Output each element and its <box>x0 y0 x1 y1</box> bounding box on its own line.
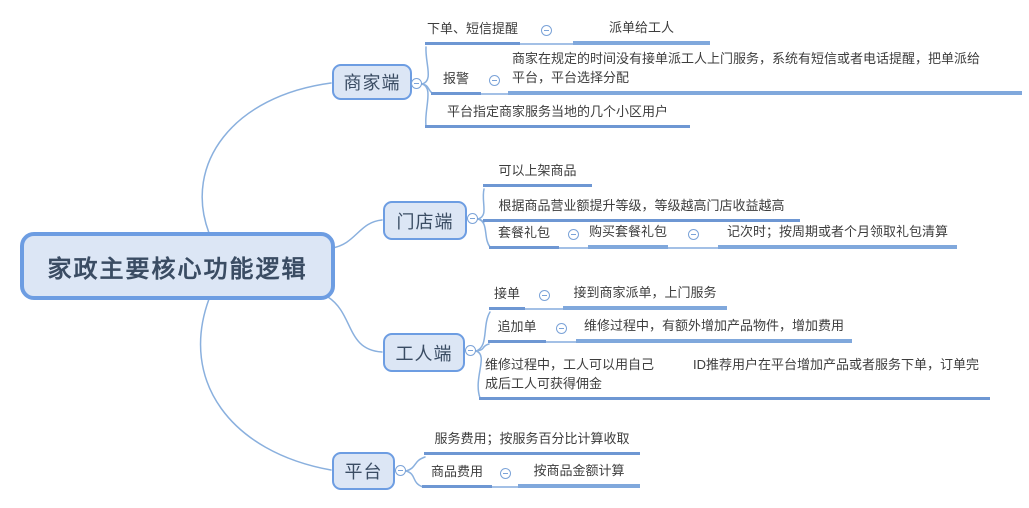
curve-central-to-platform <box>199 298 332 471</box>
collapse-icon[interactable] <box>568 229 579 240</box>
subtopic-node[interactable]: 商家在规定的时间没有接单派工人上门服务，系统有短信或者电话提醒，把单派给平台，平… <box>508 49 1022 95</box>
topic-node[interactable]: 维修过程中，工人可以用自己 ID推荐用户在平台增加产品或者服务下单，订单完成后工… <box>479 355 990 400</box>
collapse-icon[interactable] <box>555 323 567 334</box>
collapse-icon[interactable] <box>411 78 422 89</box>
collapse-icon[interactable] <box>687 229 699 240</box>
subtopic-connector <box>520 25 573 45</box>
minus-glyph <box>502 472 508 475</box>
minus-glyph <box>492 79 497 82</box>
collapse-icon[interactable] <box>489 75 500 86</box>
subtopic-connector <box>668 229 718 249</box>
topic-node[interactable]: 套餐礼包 <box>489 223 559 249</box>
topic-row: 追加单 维修过程中，有额外增加产品物件，增加费用 <box>488 316 852 343</box>
branch-node-worker[interactable]: 工人端 <box>383 333 465 372</box>
topic-node[interactable]: 商品费用 <box>422 462 492 488</box>
curve-central-to-worker <box>327 296 383 353</box>
topic-node[interactable]: 接单 <box>489 284 525 310</box>
topic-node[interactable]: 服务费用；按服务百分比计算收取 <box>424 429 640 455</box>
collapse-icon[interactable] <box>538 290 550 301</box>
minus-glyph <box>544 29 549 32</box>
subtopic-node[interactable]: 接到商家派单，上门服务 <box>563 283 727 310</box>
topic-row: 服务费用；按服务百分比计算收取 <box>424 429 640 455</box>
brace-worker-row2 <box>475 343 490 352</box>
topic-row: 报警 商家在规定的时间没有接单派工人上门服务，系统有短信或者电话提醒，把单派给平… <box>431 49 1022 95</box>
topic-row: 维修过程中，工人可以用自己 ID推荐用户在平台增加产品或者服务下单，订单完成后工… <box>479 355 990 400</box>
topic-row: 可以上架商品 <box>483 161 592 187</box>
topic-node[interactable]: 追加单 <box>488 317 546 343</box>
minus-glyph <box>470 217 475 220</box>
minus-glyph <box>468 349 473 352</box>
topic-row: 接单 接到商家派单，上门服务 <box>489 283 727 310</box>
minus-glyph <box>571 233 576 236</box>
topic-row: 商品费用 按商品金额计算 <box>422 461 640 488</box>
topic-node[interactable]: 根据商品营业额提升等级，等级越高门店收益越高 <box>483 196 800 222</box>
subtopic-node[interactable]: 派单给工人 <box>573 18 710 45</box>
minus-glyph <box>558 327 564 330</box>
topic-node[interactable]: 平台指定商家服务当地的几个小区用户 <box>425 102 690 128</box>
minus-glyph <box>541 294 547 297</box>
topic-node[interactable]: 可以上架商品 <box>483 161 592 187</box>
subtopic-node[interactable]: 购买套餐礼包 <box>588 222 668 249</box>
topic-row: 套餐礼包 购买套餐礼包 记次时；按周期或者个月领取礼包清算 <box>489 222 957 249</box>
subtopic-connector <box>492 468 518 488</box>
collapse-icon[interactable] <box>465 345 476 356</box>
collapse-icon[interactable] <box>499 468 511 479</box>
brace-platform-row2 <box>405 470 424 488</box>
central-topic[interactable]: 家政主要核心功能逻辑 <box>20 232 335 300</box>
minus-glyph <box>398 469 403 472</box>
subtopic-connector <box>481 75 508 95</box>
collapse-icon[interactable] <box>541 25 552 36</box>
subtopic-connector <box>525 290 563 310</box>
branch-node-store[interactable]: 门店端 <box>383 201 467 240</box>
collapse-icon[interactable] <box>467 213 478 224</box>
subtopic-node[interactable]: 按商品金额计算 <box>518 461 640 488</box>
topic-node[interactable]: 报警 <box>431 69 481 95</box>
brace-merchant-row1 <box>421 46 430 85</box>
topic-row: 平台指定商家服务当地的几个小区用户 <box>425 102 690 128</box>
topic-row: 根据商品营业额提升等级，等级越高门店收益越高 <box>483 196 800 222</box>
subtopic-node[interactable]: 维修过程中，有额外增加产品物件，增加费用 <box>576 316 852 343</box>
collapse-icon[interactable] <box>395 465 406 476</box>
curve-central-to-store <box>331 219 383 249</box>
minus-glyph <box>414 82 419 85</box>
subtopic-connector <box>559 229 588 249</box>
subtopic-connector <box>546 323 576 343</box>
curve-central-to-merchant <box>201 82 332 234</box>
topic-node[interactable]: 下单、短信提醒 <box>425 19 520 45</box>
minus-glyph <box>690 233 696 236</box>
subtopic-node[interactable]: 记次时；按周期或者个月领取礼包清算 <box>718 222 957 249</box>
branch-node-platform[interactable]: 平台 <box>332 452 395 490</box>
topic-row: 下单、短信提醒 派单给工人 <box>425 18 710 45</box>
branch-node-merchant[interactable]: 商家端 <box>332 64 412 100</box>
